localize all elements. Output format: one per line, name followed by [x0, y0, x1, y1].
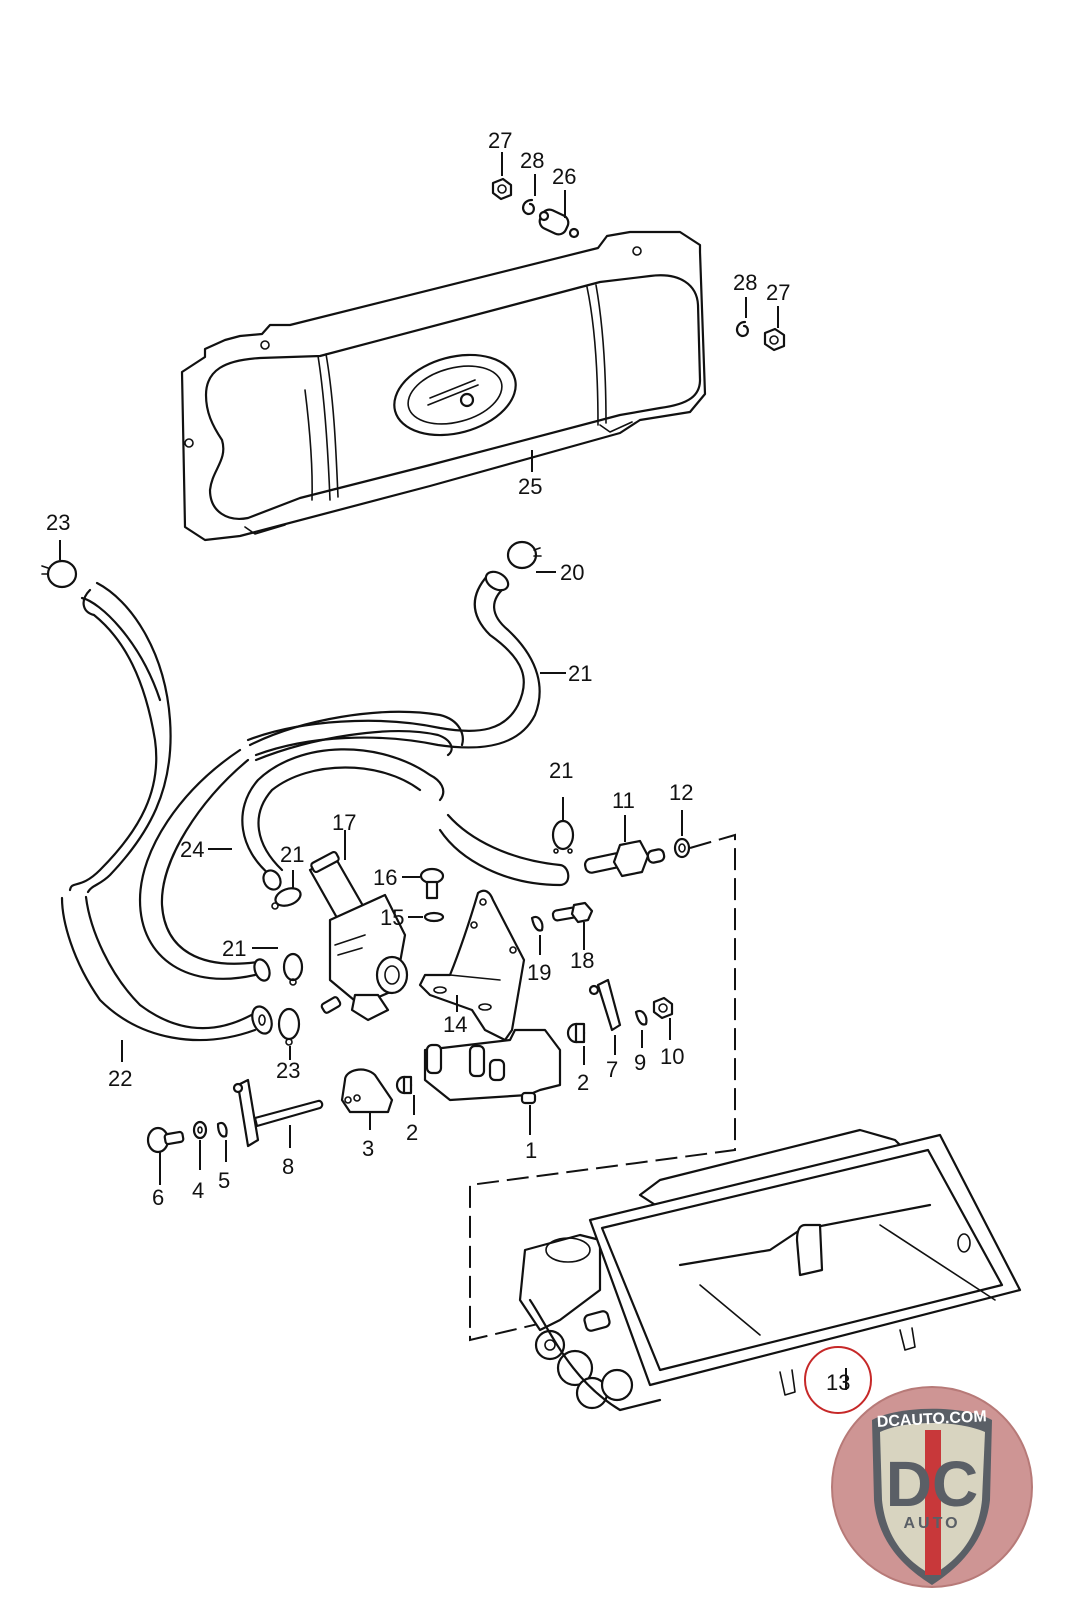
- bushing-icon[interactable]: [395, 1075, 413, 1095]
- hose-clamp-icon[interactable]: [277, 1007, 301, 1046]
- seal-ring-icon[interactable]: [673, 837, 691, 859]
- callout-21-left: 21: [222, 936, 246, 961]
- nut-icon[interactable]: [763, 327, 786, 352]
- callout-17: 17: [332, 810, 356, 835]
- fuel-pump[interactable]: [308, 850, 409, 1022]
- lock-washer-icon[interactable]: [530, 915, 544, 932]
- callout-7: 7: [606, 1057, 618, 1082]
- washer-icon[interactable]: [423, 911, 445, 923]
- nut-icon[interactable]: [491, 177, 513, 201]
- assembly-outline: [469, 833, 736, 1342]
- link-icon[interactable]: [588, 978, 622, 1032]
- hose-clamp-icon[interactable]: [41, 559, 78, 589]
- bushing-icon[interactable]: [566, 1022, 586, 1044]
- shaft-lever-icon[interactable]: [232, 1078, 324, 1148]
- pump-carrier[interactable]: [423, 1028, 562, 1105]
- callout-12: 12: [669, 780, 693, 805]
- callout-6: 6: [152, 1185, 164, 1210]
- callout-24: 24: [180, 837, 204, 862]
- logo-site-text: DCAUTO.COM: [876, 1408, 987, 1431]
- bracket[interactable]: [418, 889, 526, 1042]
- rubber-buffer-icon[interactable]: [340, 1068, 394, 1114]
- spring-washer-icon[interactable]: [522, 198, 535, 216]
- hose-clamp-icon[interactable]: [506, 540, 542, 570]
- callout-27-right: 27: [766, 280, 790, 305]
- callout-26: 26: [552, 164, 576, 189]
- callout-23-top: 23: [46, 510, 70, 535]
- callout-21-pump: 21: [280, 842, 304, 867]
- nut-icon[interactable]: [652, 996, 674, 1020]
- callout-14: 14: [443, 1012, 467, 1037]
- hose-clamp-icon[interactable]: [271, 885, 303, 910]
- callout-4: 4: [192, 1178, 204, 1203]
- callout-28-top: 28: [520, 148, 544, 173]
- rubber-mount-icon[interactable]: [537, 207, 580, 239]
- fuel-tank[interactable]: [180, 230, 707, 542]
- dcauto-watermark-logo[interactable]: DCAUTO.COM DC AUTO: [831, 1386, 1033, 1588]
- callout-16: 16: [373, 865, 397, 890]
- callout-28-right: 28: [733, 270, 757, 295]
- fuel-hose-22[interactable]: [60, 581, 275, 1042]
- fuel-hose-24-inner[interactable]: [241, 748, 445, 892]
- callout-8: 8: [282, 1154, 294, 1179]
- hose-clamp-icon[interactable]: [551, 819, 575, 854]
- logo-sub: AUTO: [903, 1515, 960, 1532]
- callout-18: 18: [570, 948, 594, 973]
- logo-initials: DC: [886, 1448, 978, 1520]
- callout-3: 3: [362, 1136, 374, 1161]
- callout-25: 25: [518, 474, 542, 499]
- callout-19: 19: [527, 960, 551, 985]
- callout-10: 10: [660, 1044, 684, 1069]
- callout-2-right: 2: [577, 1070, 589, 1095]
- callout-20: 21: [568, 661, 592, 686]
- lock-washer-icon[interactable]: [634, 1009, 648, 1026]
- callout-15: 15: [380, 905, 404, 930]
- callout-1: 1: [525, 1138, 537, 1163]
- callout-21-right: 21: [549, 758, 573, 783]
- callout-13: 13: [826, 1370, 850, 1395]
- callout-23-lower: 23: [276, 1058, 300, 1083]
- highlight-circle-13: [804, 1346, 872, 1414]
- callout-22: 22: [108, 1066, 132, 1091]
- fuel-hose-20[interactable]: [246, 568, 541, 757]
- callout-2-left: 2: [406, 1120, 418, 1145]
- screw-icon[interactable]: [419, 867, 445, 900]
- lock-washer-icon[interactable]: [216, 1121, 228, 1138]
- bolt-icon[interactable]: [551, 901, 594, 924]
- callout-27-top: 27: [488, 128, 512, 153]
- air-cleaner-housing[interactable]: [518, 1128, 1022, 1412]
- hose-clamp-icon[interactable]: [282, 952, 304, 986]
- screw-icon[interactable]: [146, 1126, 185, 1154]
- spring-washer-icon[interactable]: [735, 320, 749, 338]
- washer-icon[interactable]: [192, 1120, 208, 1140]
- fuel-hose-connector-segment[interactable]: [438, 813, 570, 887]
- callout-21-top: 20: [560, 560, 584, 585]
- hose-connector-icon[interactable]: [583, 839, 666, 878]
- callout-9: 9: [634, 1050, 646, 1075]
- callout-11: 11: [612, 788, 635, 813]
- callout-5: 5: [218, 1168, 230, 1193]
